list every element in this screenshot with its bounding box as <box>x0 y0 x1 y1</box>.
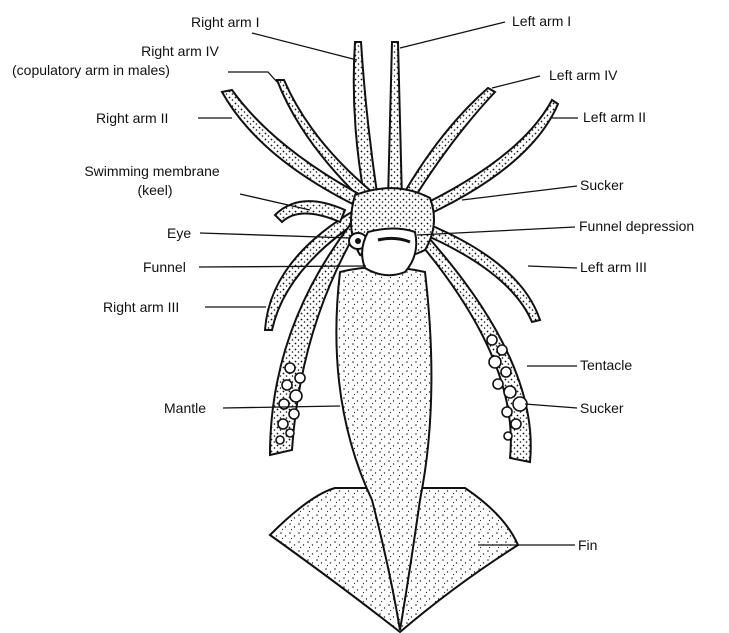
label-eye: Eye <box>167 225 191 241</box>
label-mantle: Mantle <box>164 400 206 416</box>
label-funnel: Funnel <box>143 259 186 275</box>
label-sucker-bottom: Sucker <box>580 400 624 416</box>
label-right-arm-2: Right arm II <box>96 110 168 126</box>
right-arm-1 <box>354 42 378 200</box>
label-left-arm-3: Left arm III <box>580 259 647 275</box>
label-left-arm-2: Left arm II <box>583 109 646 125</box>
label-swimming-membrane: Swimming membrane <box>58 163 246 179</box>
label-right-arm-4-note: (copulatory arm in males) <box>12 62 170 78</box>
label-keel: (keel) <box>105 182 205 198</box>
label-fin: Fin <box>578 537 597 553</box>
label-right-arm-3: Right arm III <box>103 299 179 315</box>
label-tentacle: Tentacle <box>580 357 632 373</box>
left-arm-1 <box>388 42 402 200</box>
label-sucker-top: Sucker <box>580 177 624 193</box>
label-left-arm-4: Left arm IV <box>549 67 617 83</box>
label-right-arm-4: Right arm IV <box>90 43 270 59</box>
label-funnel-depression: Funnel depression <box>579 218 694 234</box>
left-arm-4 <box>400 88 495 205</box>
label-left-arm-1: Left arm I <box>512 13 571 29</box>
funnel <box>362 229 416 276</box>
label-right-arm-1: Right arm I <box>191 14 259 30</box>
